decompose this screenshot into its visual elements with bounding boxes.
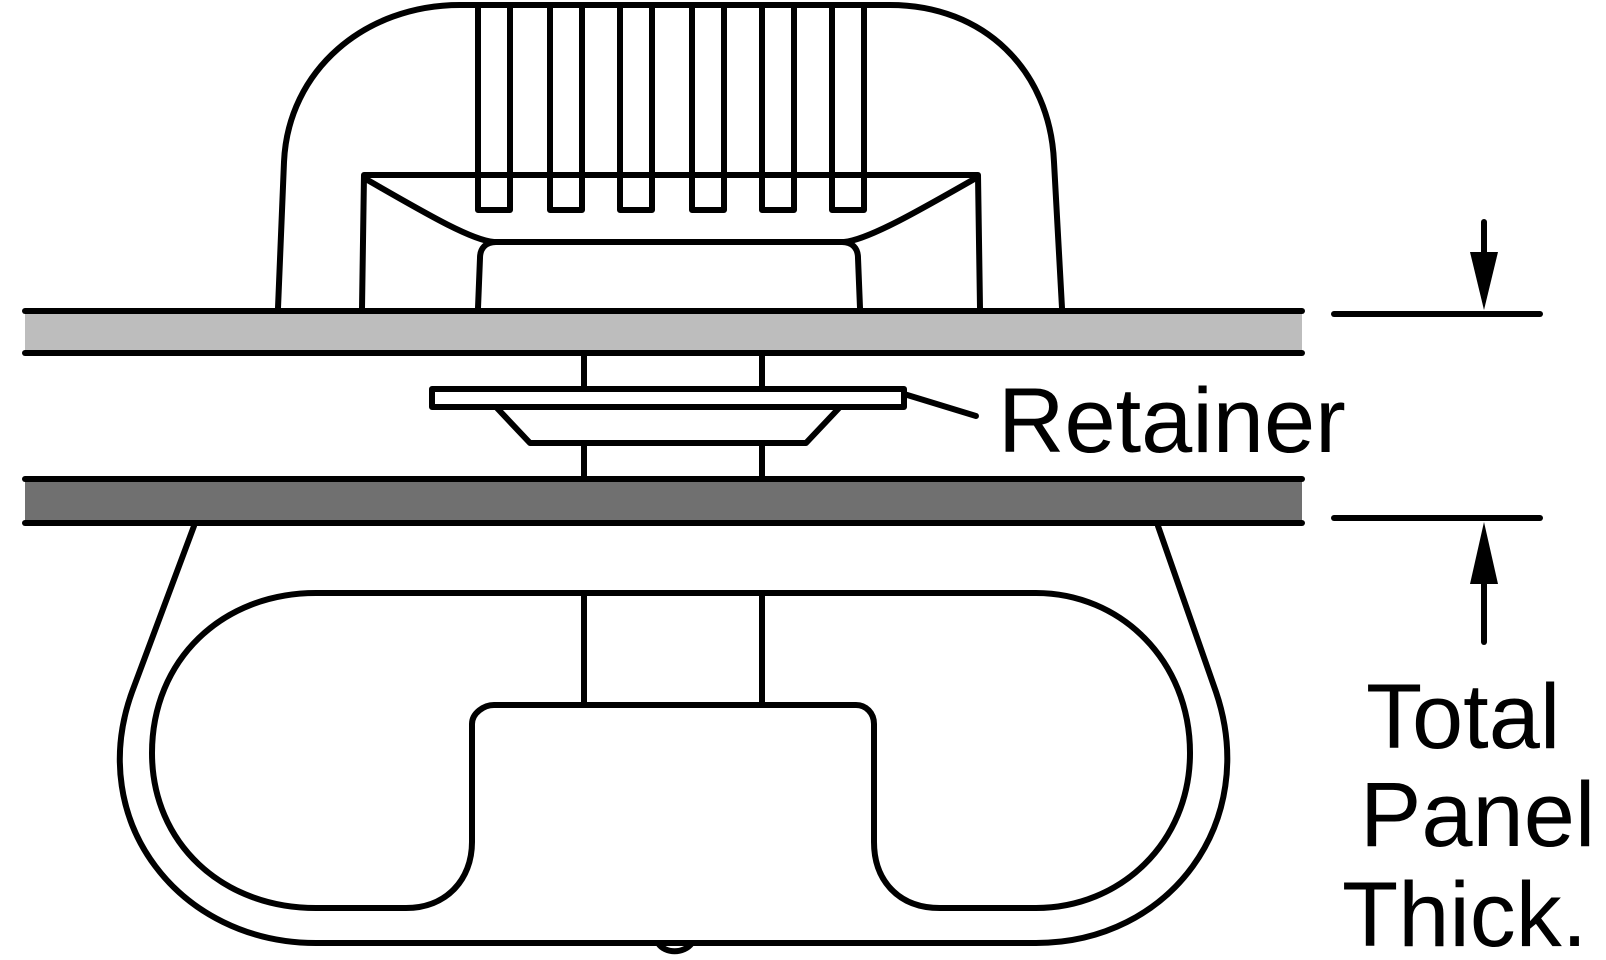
fastener-shank-upper bbox=[475, 239, 863, 311]
thick-label: Thick. bbox=[1342, 864, 1587, 960]
clip-inner-loop bbox=[149, 590, 1193, 911]
rib bbox=[547, 2, 585, 213]
fastener-head-inner-frame bbox=[359, 172, 983, 311]
fastener-head-dome bbox=[275, 2, 1065, 311]
retainer: Retainer bbox=[429, 370, 1346, 472]
panel-label: Panel bbox=[1360, 764, 1595, 866]
rib bbox=[759, 2, 797, 213]
fastener-head-curved-base bbox=[361, 175, 979, 245]
total-label: Total bbox=[1366, 666, 1560, 768]
rib bbox=[829, 2, 867, 213]
rib bbox=[617, 2, 655, 213]
clip-outer-wings bbox=[116, 523, 1231, 946]
rib bbox=[689, 2, 727, 213]
fastener-clip-body bbox=[116, 523, 1231, 955]
dimension-arrow-bottom-icon bbox=[1470, 522, 1498, 584]
total-panel-thickness-dimension: Total Panel Thick. bbox=[1331, 219, 1595, 960]
upper-panel-fill bbox=[25, 311, 1302, 351]
lower-panel bbox=[22, 476, 1305, 526]
fastener-head bbox=[275, 2, 1065, 311]
dimension-arrow-top-icon bbox=[1470, 252, 1498, 310]
rib bbox=[475, 2, 513, 213]
fastener-head-ribs bbox=[475, 2, 867, 213]
retainer-plate bbox=[429, 386, 907, 410]
retainer-cone bbox=[493, 404, 843, 446]
upper-panel bbox=[22, 308, 1305, 356]
fastener-shank bbox=[581, 353, 765, 479]
clip-bottom-notch bbox=[655, 940, 695, 955]
lower-panel-fill bbox=[25, 479, 1302, 521]
retainer-leader-line bbox=[901, 391, 979, 419]
retainer-label: Retainer bbox=[998, 370, 1346, 472]
